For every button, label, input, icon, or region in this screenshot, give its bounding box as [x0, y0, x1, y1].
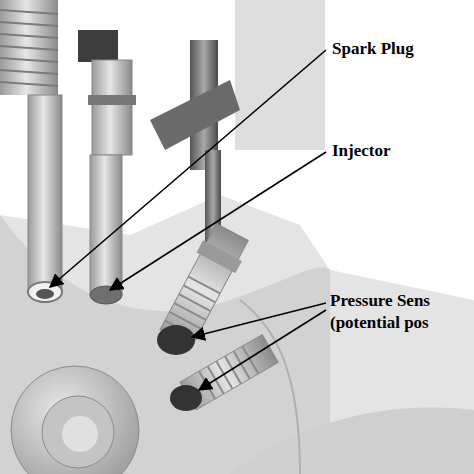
injector-ring — [88, 95, 136, 105]
head-edge — [240, 300, 300, 474]
injector-tip — [90, 286, 122, 304]
spark-plug-bore — [28, 282, 62, 302]
spark-plug-tip — [36, 289, 54, 299]
clamp-boss — [11, 366, 139, 474]
callout-label: Pressure Sens (potential pos — [330, 290, 474, 334]
callout-label: Injector — [332, 140, 472, 162]
leader-arrow — [192, 303, 326, 337]
leader-arrow — [199, 310, 326, 390]
liner-rim — [230, 408, 474, 474]
head-body — [0, 195, 474, 474]
leader-arrow — [110, 152, 326, 290]
injector-body — [90, 155, 122, 295]
injector-connector — [78, 30, 118, 62]
callout-label: Spark Plug — [332, 38, 472, 60]
spark-plug-body — [28, 95, 62, 290]
leader-lines — [50, 50, 326, 390]
pressure-sensor-face — [170, 385, 202, 411]
clamp-center — [62, 416, 98, 452]
rear-block — [235, 0, 325, 150]
injector-upper — [92, 60, 132, 155]
leader-arrow — [50, 50, 326, 287]
pressure-sensor-face — [157, 325, 195, 355]
coil-thread — [0, 0, 58, 95]
thread-lines — [0, 10, 58, 86]
rear-linkage — [150, 80, 240, 150]
clamp-inner — [42, 396, 114, 468]
